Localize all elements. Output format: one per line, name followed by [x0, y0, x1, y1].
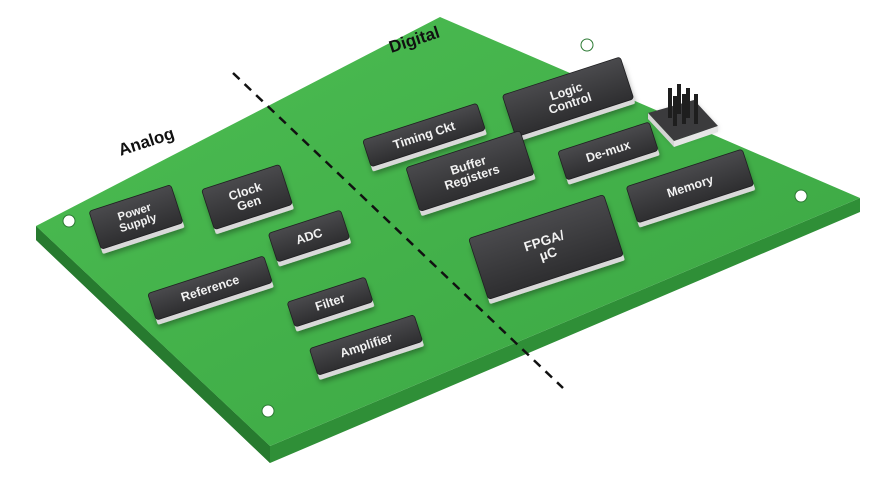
timing-ckt-chip-body	[362, 103, 486, 167]
mount-hole-bottom	[261, 404, 275, 418]
clock-gen-chip-body	[201, 164, 293, 230]
filter-chip-body	[287, 277, 373, 327]
adc-chip-body	[268, 210, 350, 262]
analog-digital-divider	[232, 72, 564, 389]
board-front-edge	[36, 226, 270, 463]
filter-chip: Filter	[287, 277, 375, 332]
de-mux-chip-body	[558, 122, 658, 180]
pin-header	[648, 84, 718, 147]
fpga-chip: FPGA/µC	[468, 195, 625, 304]
timing-ckt-chip: Timing Ckt	[362, 103, 487, 172]
logic-control-chip-body	[502, 57, 634, 137]
memory-chip: Memory	[626, 149, 755, 228]
analog-label: Analog	[116, 124, 177, 160]
pcb-board	[36, 17, 860, 463]
memory-chip-body	[626, 149, 754, 223]
mount-hole-left	[62, 214, 76, 228]
fpga-label-line-2: µC	[538, 244, 560, 264]
reference-chip-body	[148, 256, 272, 320]
mount-hole-top	[580, 38, 594, 52]
power-supply-chip-body	[89, 185, 183, 249]
fpga-chip-body	[468, 195, 624, 299]
buffer-registers-chip-body	[406, 130, 534, 212]
amplifier-chip-body	[309, 315, 423, 375]
adc-chip: ADC	[268, 210, 351, 267]
de-mux-chip: De-mux	[558, 122, 660, 185]
mount-hole-right	[794, 189, 808, 203]
